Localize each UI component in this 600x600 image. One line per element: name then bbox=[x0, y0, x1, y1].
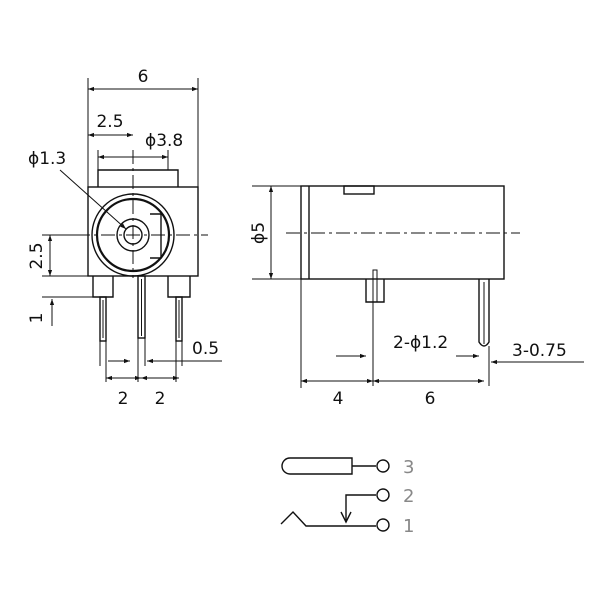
schematic-plug bbox=[281, 457, 353, 475]
schematic-symbol: 3 2 1 bbox=[280, 457, 414, 537]
side-pin-rear bbox=[478, 279, 490, 347]
dim-pin-width: 0.5 bbox=[192, 339, 219, 359]
schematic-pin-label-1: 1 bbox=[403, 516, 414, 537]
front-view: 6 2.5 ϕ3.8 ϕ1.3 2.5 1 0.5 2 bbox=[27, 67, 222, 409]
schematic-terminal-1 bbox=[376, 518, 390, 532]
dim-pin-spacing: 6 bbox=[425, 389, 436, 409]
dim-hole-diameter: ϕ1.3 bbox=[28, 149, 66, 169]
schematic-pin-label-3: 3 bbox=[403, 457, 414, 478]
front-pin-slot bbox=[150, 213, 162, 259]
front-pin-right-lead bbox=[175, 296, 183, 342]
schematic-switch-arrow bbox=[340, 511, 352, 524]
schematic-lead-2 bbox=[345, 494, 376, 522]
schematic-terminal-2 bbox=[376, 488, 390, 502]
schematic-terminal-3 bbox=[376, 459, 390, 473]
front-pins bbox=[92, 275, 191, 342]
dim-body-diameter: ϕ5 bbox=[249, 222, 269, 244]
front-pin-left-lead bbox=[99, 296, 107, 342]
front-pin-left bbox=[92, 276, 114, 298]
dim-pin-pitch-2: 2 bbox=[155, 389, 166, 409]
dim-bore-diameter: ϕ3.8 bbox=[145, 131, 183, 151]
dim-pin-hole: 2-ϕ1.2 bbox=[393, 333, 448, 353]
dim-pin-pitch-1: 2 bbox=[118, 389, 129, 409]
front-top-recess bbox=[97, 169, 179, 187]
side-pin-front bbox=[365, 279, 385, 303]
dim-pin-thickness: 3-0.75 bbox=[512, 341, 567, 361]
front-pin-right bbox=[167, 276, 191, 298]
side-top-notch bbox=[343, 185, 375, 195]
dim-front-to-pin: 4 bbox=[333, 389, 344, 409]
schematic-lead-1 bbox=[280, 510, 376, 527]
front-pin-center-lead bbox=[137, 275, 146, 339]
dim-center-offset: 2.5 bbox=[96, 112, 123, 132]
dim-pin-standoff: 1 bbox=[27, 313, 47, 324]
schematic-pin-label-2: 2 bbox=[403, 486, 414, 507]
side-view: ϕ5 2-ϕ1.2 3-0.75 4 6 bbox=[249, 185, 584, 409]
dim-front-width: 6 bbox=[138, 67, 149, 87]
dim-hole-leader bbox=[59, 169, 127, 230]
dim-center-height: 2.5 bbox=[27, 242, 47, 269]
side-pin-front-lead bbox=[372, 269, 378, 303]
